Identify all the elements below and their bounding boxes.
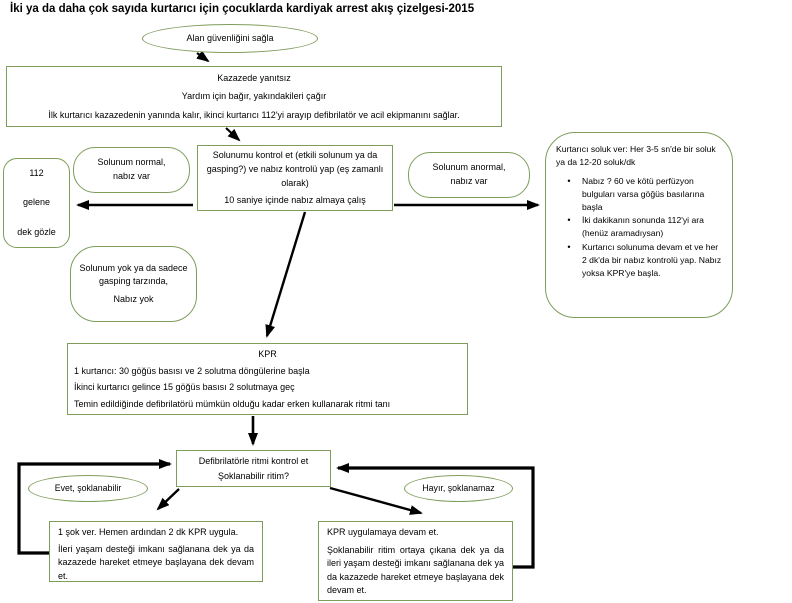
secure-area-label: Alan güvenliğini sağla bbox=[186, 33, 274, 44]
rescue-bullet-3-text: Kurtarıcı solunuma devam et ve her 2 dk'… bbox=[582, 242, 722, 279]
page-title: İki ya da daha çok sayıda kurtarıcı için… bbox=[10, 3, 475, 15]
rescue-bullet-1: • Nabız ? 60 ve kötü perfüzyon bulguları… bbox=[556, 175, 724, 214]
give-shock-para2: İleri yaşam desteği imkanı sağlanana dek… bbox=[58, 543, 254, 581]
rescue-bullet-2-text: İki dakikanın sonunda 112'yi ara (henüz … bbox=[582, 215, 704, 239]
node-rescue-breathing: Kurtarıcı soluk ver: Her 3-5 sn'de bir s… bbox=[545, 132, 733, 318]
give-shock-para1: 1 şok ver. Hemen ardından 2 dk KPR uygul… bbox=[58, 527, 239, 537]
shockable-no-label: Hayır, şoklanamaz bbox=[422, 482, 495, 493]
rescue-bullet-3: • Kurtarıcı solunuma devam et ve her 2 d… bbox=[556, 241, 724, 280]
node-shockable-no: Hayır, şoklanamaz bbox=[404, 475, 513, 502]
node-victim-unresponsive: Kazazede yanıtsız Yardım için bağır, yak… bbox=[6, 66, 502, 127]
observe-line1: 112 bbox=[29, 168, 44, 179]
kpr-line1: 1 kurtarıcı: 30 göğüs basısı ve 2 solutm… bbox=[74, 365, 310, 376]
node-rhythm-check: Defibrilatörle ritmi kontrol et Şoklanab… bbox=[176, 450, 331, 487]
no-breathing-para2: Nabız yok bbox=[113, 293, 154, 304]
observe-line3: dek gözle bbox=[17, 226, 56, 237]
node-breathing-abnormal: Solunum anormal, nabız var bbox=[408, 152, 530, 198]
node-no-breathing: Solunum yok ya da sadece gasping tarzınd… bbox=[70, 246, 197, 322]
kpr-line2: İkinci kurtarıcı gelince 15 göğüs basısı… bbox=[74, 382, 295, 393]
rhythm-check-line1: Defibrilatörle ritmi kontrol et bbox=[198, 455, 309, 466]
node-continue-kpr: KPR uygulamaya devam et. Şoklanabilir ri… bbox=[318, 521, 513, 601]
observe-line2: gelene bbox=[22, 197, 51, 208]
rescue-bullet-2: • İki dakikanın sonunda 112'yi ara (henü… bbox=[556, 214, 724, 240]
rescue-bullet-1-text: Nabız ? 60 ve kötü perfüzyon bulguları v… bbox=[582, 175, 705, 212]
breathing-abnormal-line2: nabız var bbox=[450, 176, 488, 186]
node-give-shock: 1 şok ver. Hemen ardından 2 dk KPR uygul… bbox=[49, 521, 263, 582]
no-breathing-para1: Solunum yok ya da sadece gasping tarzınd… bbox=[79, 262, 188, 287]
node-breathing-normal: Solunum normal, nabız var bbox=[73, 147, 190, 193]
node-shockable-yes: Evet, şoklanabilir bbox=[28, 475, 148, 502]
kpr-heading: KPR bbox=[258, 349, 277, 360]
check-breathing-para1: Solunumu kontrol et (etkili solunum ya d… bbox=[206, 150, 384, 189]
unresponsive-line2: Yardım için bağır, yakındakileri çağır bbox=[181, 91, 327, 102]
kpr-line3: Temin edildiğinde defibrilatörü mümkün o… bbox=[74, 398, 391, 409]
node-observe-until-112: 112 gelene dek gözle bbox=[3, 158, 70, 248]
breathing-normal-line2: nabız var bbox=[112, 171, 150, 181]
arrow-unresponsive-to-check bbox=[225, 127, 241, 142]
arrow-secure-to-unresponsive bbox=[196, 50, 210, 63]
continue-kpr-para2: Şoklanabilir ritim ortaya çıkana dek ya … bbox=[327, 544, 504, 596]
unresponsive-line1: Kazazede yanıtsız bbox=[217, 73, 291, 84]
continue-kpr-para1: KPR uygulamaya devam et. bbox=[327, 527, 439, 537]
shockable-yes-label: Evet, şoklanabilir bbox=[54, 482, 122, 493]
arrow-rhythm-to-shock bbox=[156, 488, 180, 511]
arrow-check-to-kpr bbox=[265, 211, 307, 338]
node-kpr: KPR 1 kurtarıcı: 30 göğüs basısı ve 2 so… bbox=[67, 343, 468, 415]
bullet-dot-icon: • bbox=[567, 215, 571, 226]
check-breathing-para2: 10 saniye içinde nabız almaya çalış bbox=[224, 195, 366, 206]
node-secure-area: Alan güvenliğini sağla bbox=[142, 24, 318, 53]
breathing-normal-line1: Solunum normal, bbox=[97, 157, 166, 168]
bullet-dot-icon: • bbox=[567, 242, 571, 253]
breathing-abnormal-line1: Solunum anormal, bbox=[432, 162, 506, 173]
rhythm-check-line2: Şoklanabilir ritim? bbox=[217, 471, 290, 482]
unresponsive-line3: İlk kurtarıcı kazazedenin yanında kalır,… bbox=[48, 109, 460, 120]
bullet-dot-icon: • bbox=[567, 175, 571, 186]
rescue-breathing-intro: Kurtarıcı soluk ver: Her 3-5 sn'de bir s… bbox=[556, 144, 716, 167]
node-check-breathing: Solunumu kontrol et (etkili solunum ya d… bbox=[197, 145, 393, 211]
